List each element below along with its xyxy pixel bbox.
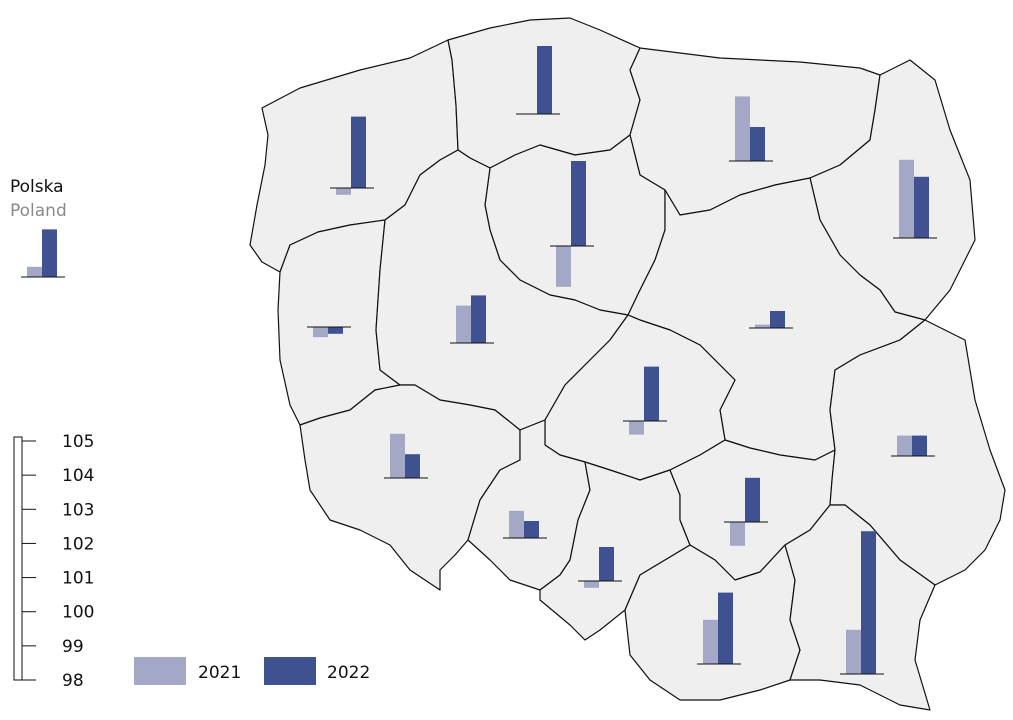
national-chart xyxy=(21,229,65,278)
bar-malopolskie-2021 xyxy=(703,619,718,664)
bar-warminsko-mazurskie-2022 xyxy=(750,127,765,161)
chart-kujawsko-pomorskie xyxy=(550,161,594,287)
bar-zachodniopomorskie-2022 xyxy=(351,116,366,188)
bar-opolskie-2022 xyxy=(524,521,539,538)
bar-lubelskie-2021 xyxy=(897,435,912,456)
bar-wielkopolskie-2021 xyxy=(456,305,471,343)
bar-lubelskie-2022 xyxy=(912,435,927,456)
bar-swietokrzyskie-2021 xyxy=(730,522,745,546)
chart-opolskie xyxy=(503,510,547,539)
bar-national-2022 xyxy=(42,229,57,277)
region-podkarpackie xyxy=(784,504,936,711)
bar-swietokrzyskie-2022 xyxy=(745,477,760,522)
bar-mazowieckie-2022 xyxy=(770,311,785,328)
legend-title-pl: Polska xyxy=(10,177,64,197)
legend-swatch-2022 xyxy=(264,657,316,685)
bar-podlaskie-2022 xyxy=(914,176,929,238)
region-dolnoslaskie xyxy=(299,384,521,591)
chart-malopolskie xyxy=(697,592,741,665)
national-legend: Polska Poland xyxy=(10,177,67,278)
scale-label-104: 104 xyxy=(62,466,94,486)
scale-label-100: 100 xyxy=(62,603,94,623)
bar-malopolskie-2022 xyxy=(718,592,733,664)
bar-dolnoslaskie-2021 xyxy=(390,433,405,478)
chart-zachodniopomorskie xyxy=(330,116,374,195)
legend-label-2021: 2021 xyxy=(198,663,241,683)
bar-lubuskie-2022 xyxy=(328,327,343,334)
scale-label-105: 105 xyxy=(62,432,94,452)
bar-opolskie-2021 xyxy=(509,510,524,538)
scale-label-99: 99 xyxy=(62,637,84,657)
scale-bracket xyxy=(13,436,23,681)
chart-lubuskie xyxy=(307,326,351,338)
value-scale: 105 104 103 102 101 100 99 98 xyxy=(13,432,94,691)
chart-pomorskie xyxy=(516,46,560,115)
chart-podlaskie xyxy=(893,159,937,239)
chart-slaskie xyxy=(578,547,622,588)
bar-national-2021 xyxy=(27,266,42,277)
bar-slaskie-2021 xyxy=(584,581,599,588)
legend-title-en: Poland xyxy=(10,201,67,221)
scale-label-101: 101 xyxy=(62,569,94,589)
bar-mazowieckie-2021 xyxy=(755,324,770,328)
bar-zachodniopomorskie-2021 xyxy=(336,188,351,195)
bar-lubuskie-2021 xyxy=(313,327,328,338)
chart-mazowieckie xyxy=(749,311,793,329)
chart-warminsko-mazurskie xyxy=(729,96,773,162)
bar-podlaskie-2021 xyxy=(899,159,914,238)
bar-kujawsko-pomorskie-2022 xyxy=(571,161,586,246)
chart-swietokrzyskie xyxy=(724,477,768,546)
legend-swatch-2021 xyxy=(134,657,186,685)
bar-lodzkie-2021 xyxy=(629,421,644,435)
scale-label-98: 98 xyxy=(62,671,84,691)
chart-lubelskie xyxy=(891,435,935,457)
bar-kujawsko-pomorskie-2021 xyxy=(556,246,571,287)
bar-pomorskie-2022 xyxy=(537,46,552,114)
chart-wielkopolskie xyxy=(450,295,494,344)
legend-label-2022: 2022 xyxy=(327,663,370,683)
bar-wielkopolskie-2022 xyxy=(471,295,486,343)
scale-label-102: 102 xyxy=(62,534,94,554)
regional-charts xyxy=(307,46,937,675)
bar-slaskie-2022 xyxy=(599,547,614,581)
bar-podkarpackie-2021 xyxy=(846,629,861,674)
bar-dolnoslaskie-2022 xyxy=(405,454,420,478)
series-legend: 2021 2022 xyxy=(134,657,370,685)
bar-warminsko-mazurskie-2021 xyxy=(735,96,750,161)
scale-label-103: 103 xyxy=(62,500,94,520)
chart-podkarpackie xyxy=(840,531,884,675)
bar-podkarpackie-2022 xyxy=(861,531,876,674)
bar-lodzkie-2022 xyxy=(644,366,659,421)
chart-lodzkie xyxy=(623,366,667,435)
chart-dolnoslaskie xyxy=(384,433,428,479)
